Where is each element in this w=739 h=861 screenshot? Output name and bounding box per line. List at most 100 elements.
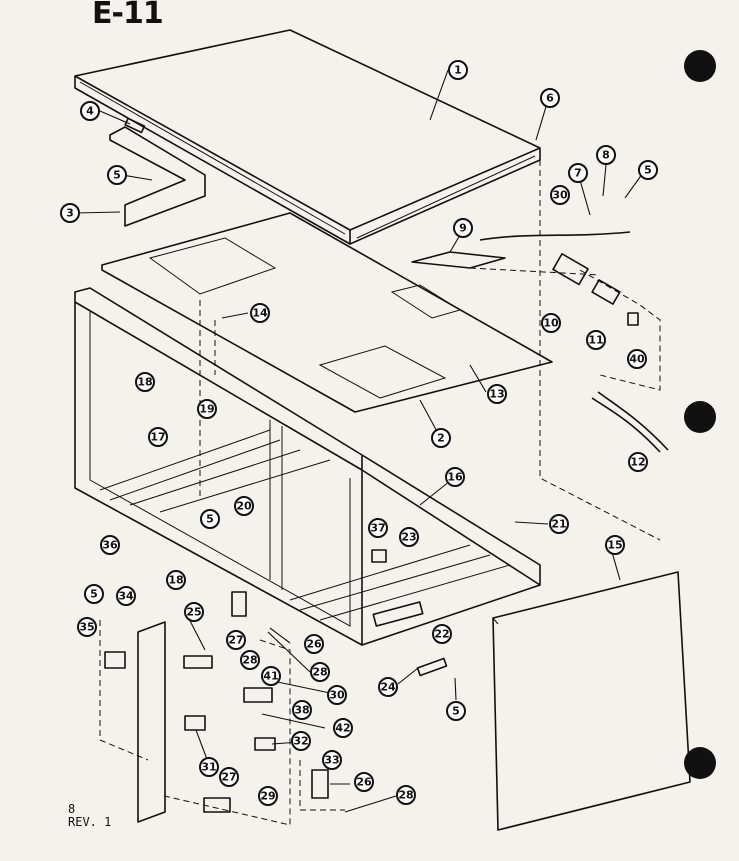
callout: 19	[197, 399, 217, 419]
callout: 1	[448, 60, 468, 80]
callout: 33	[322, 750, 342, 770]
callout: 26	[354, 772, 374, 792]
callout: 24	[378, 677, 398, 697]
svg-text:28: 28	[398, 789, 413, 802]
svg-text:5: 5	[452, 705, 460, 718]
svg-text:1: 1	[454, 64, 462, 77]
svg-text:34: 34	[118, 590, 134, 603]
svg-text:29: 29	[260, 790, 275, 803]
callout: 6	[540, 88, 560, 108]
svg-text:25: 25	[186, 606, 201, 619]
callout: 40	[627, 349, 647, 369]
callout: 38	[292, 700, 312, 720]
svg-text:35: 35	[79, 621, 94, 634]
callout: 30	[327, 685, 347, 705]
callout: 5	[638, 160, 658, 180]
svg-text:40: 40	[629, 353, 645, 366]
bar-part	[411, 251, 506, 269]
svg-text:24: 24	[380, 681, 396, 694]
clip-part	[124, 117, 146, 134]
callout: 30	[550, 185, 570, 205]
callout: 29	[258, 786, 278, 806]
callout: 4	[80, 101, 100, 121]
lamp-part	[552, 253, 589, 286]
callout: 16	[445, 467, 465, 487]
side-panel-part	[492, 571, 691, 831]
callout: 9	[453, 218, 473, 238]
svg-text:36: 36	[102, 539, 118, 552]
callout: 17	[148, 427, 168, 447]
svg-text:4: 4	[86, 105, 94, 118]
registration-hole	[684, 401, 716, 433]
callout: 3	[60, 203, 80, 223]
svg-text:13: 13	[489, 388, 504, 401]
svg-text:23: 23	[401, 531, 416, 544]
switch-part	[627, 312, 639, 326]
callout: 37	[368, 518, 388, 538]
cable-part	[591, 397, 661, 453]
svg-text:18: 18	[168, 574, 183, 587]
connector-part	[243, 687, 273, 703]
svg-text:15: 15	[607, 539, 622, 552]
relay-part	[311, 769, 329, 799]
svg-text:41: 41	[263, 670, 278, 683]
callout: 13	[487, 384, 507, 404]
callout: 7	[568, 163, 588, 183]
callout: 5	[446, 701, 466, 721]
svg-text:11: 11	[588, 334, 603, 347]
svg-text:22: 22	[434, 628, 449, 641]
svg-text:30: 30	[329, 689, 345, 702]
cable-part	[597, 391, 669, 451]
svg-text:5: 5	[206, 513, 214, 526]
callout: 28	[240, 650, 260, 670]
callout: 14	[250, 303, 270, 323]
callout: 35	[77, 617, 97, 637]
callout: 32	[291, 731, 311, 751]
svg-text:17: 17	[150, 431, 165, 444]
svg-text:27: 27	[228, 634, 243, 647]
svg-text:38: 38	[294, 704, 309, 717]
svg-text:27: 27	[221, 771, 236, 784]
svg-text:19: 19	[199, 403, 214, 416]
socket-part	[591, 279, 621, 305]
callout: 41	[261, 666, 281, 686]
callout: 2	[431, 428, 451, 448]
connector-part	[183, 655, 213, 669]
svg-text:31: 31	[201, 761, 216, 774]
callout: 34	[116, 586, 136, 606]
callout: 28	[310, 662, 330, 682]
svg-text:32: 32	[293, 735, 308, 748]
callout: 23	[399, 527, 419, 547]
connector-part	[104, 651, 126, 669]
svg-text:42: 42	[335, 722, 350, 735]
callout: 21	[549, 514, 569, 534]
registration-hole	[684, 747, 716, 779]
svg-text:9: 9	[459, 222, 467, 235]
callout: 31	[199, 757, 219, 777]
callout: 12	[628, 452, 648, 472]
callout: 42	[333, 718, 353, 738]
callout: 18	[135, 372, 155, 392]
svg-text:7: 7	[574, 167, 582, 180]
callout: 15	[605, 535, 625, 555]
connector-part	[231, 591, 247, 617]
svg-text:5: 5	[90, 588, 98, 601]
connector-part	[184, 715, 206, 731]
callout: 10	[541, 313, 561, 333]
top-cover-part	[74, 29, 541, 245]
svg-text:33: 33	[324, 754, 339, 767]
terminal-strip-part	[372, 601, 424, 627]
callout: 8	[596, 145, 616, 165]
svg-text:26: 26	[356, 776, 372, 789]
callout: 5	[200, 509, 220, 529]
callout: 27	[226, 630, 246, 650]
svg-text:12: 12	[630, 456, 645, 469]
revision-footer: 8 REV. 1	[68, 803, 111, 829]
svg-text:37: 37	[370, 522, 385, 535]
callout: 18	[166, 570, 186, 590]
wire-harness-part	[479, 231, 631, 241]
callout: 26	[304, 634, 324, 654]
svg-text:8: 8	[602, 149, 610, 162]
callout: 20	[234, 496, 254, 516]
